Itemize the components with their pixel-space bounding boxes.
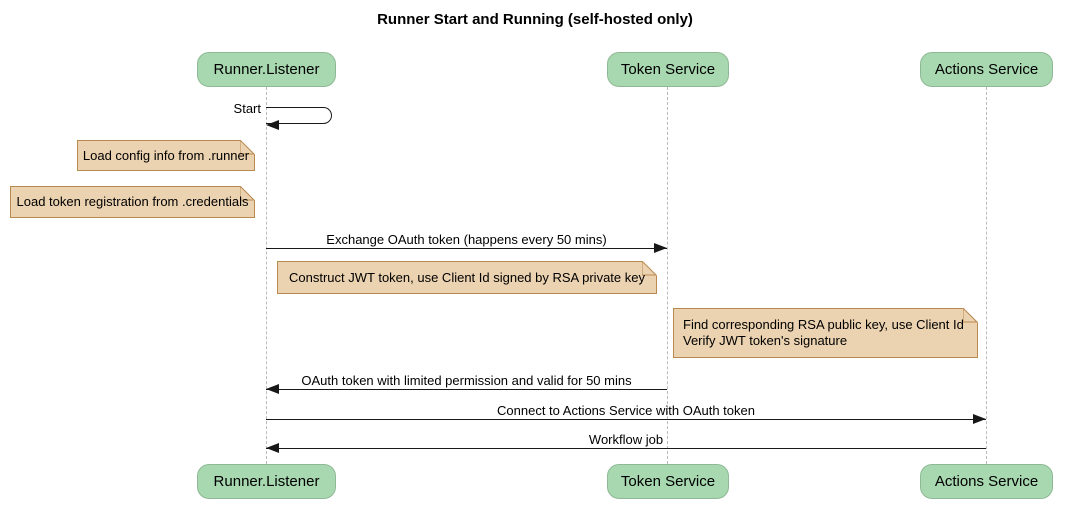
note-text: Construct JWT token, use Client Id signe… xyxy=(289,269,645,285)
note-text: Load config info from .runner xyxy=(82,147,250,163)
note-verify-jwt: Find corresponding RSA public key, use C… xyxy=(673,308,978,358)
note-load-credentials: Load token registration from .credential… xyxy=(10,186,255,218)
arrowhead-right-icon xyxy=(973,414,986,424)
participant-runner-listener-top: Runner.Listener xyxy=(197,52,336,87)
message-exchange-label: Exchange OAuth token (happens every 50 m… xyxy=(326,232,607,247)
message-exchange-line xyxy=(266,248,667,249)
note-fold-icon xyxy=(240,186,255,201)
note-fold-icon xyxy=(642,261,657,276)
participant-actions-service-top: Actions Service xyxy=(920,52,1053,87)
message-oauth-return-label: OAuth token with limited permission and … xyxy=(301,373,632,388)
participant-token-service-bottom: Token Service xyxy=(607,464,729,499)
note-fold-icon xyxy=(963,308,978,323)
message-workflow-line xyxy=(266,448,986,449)
message-oauth-return-line xyxy=(266,389,667,390)
diagram-title: Runner Start and Running (self-hosted on… xyxy=(377,11,693,28)
lifeline-actions-service xyxy=(986,87,987,464)
participant-runner-listener-bottom: Runner.Listener xyxy=(197,464,336,499)
message-start-label: Start xyxy=(233,101,261,116)
arrowhead-left-icon xyxy=(266,443,279,453)
note-fold-icon xyxy=(240,140,255,155)
note-load-config: Load config info from .runner xyxy=(77,140,255,171)
lifeline-runner-listener xyxy=(266,87,267,464)
arrowhead-left-icon xyxy=(266,120,279,130)
arrowhead-left-icon xyxy=(266,384,279,394)
note-text-line1: Find corresponding RSA public key, use C… xyxy=(683,317,964,332)
message-connect-label: Connect to Actions Service with OAuth to… xyxy=(497,403,755,418)
arrowhead-right-icon xyxy=(654,243,667,253)
participant-token-service-top: Token Service xyxy=(607,52,729,87)
message-workflow-label: Workflow job xyxy=(588,432,664,447)
message-connect-line xyxy=(266,419,986,420)
lifeline-token-service xyxy=(667,87,668,464)
note-text-line2: Verify JWT token's signature xyxy=(683,333,848,348)
note-construct-jwt: Construct JWT token, use Client Id signe… xyxy=(277,261,657,294)
self-message-loop xyxy=(266,107,332,124)
note-text: Load token registration from .credential… xyxy=(16,194,249,209)
participant-actions-service-bottom: Actions Service xyxy=(920,464,1053,499)
